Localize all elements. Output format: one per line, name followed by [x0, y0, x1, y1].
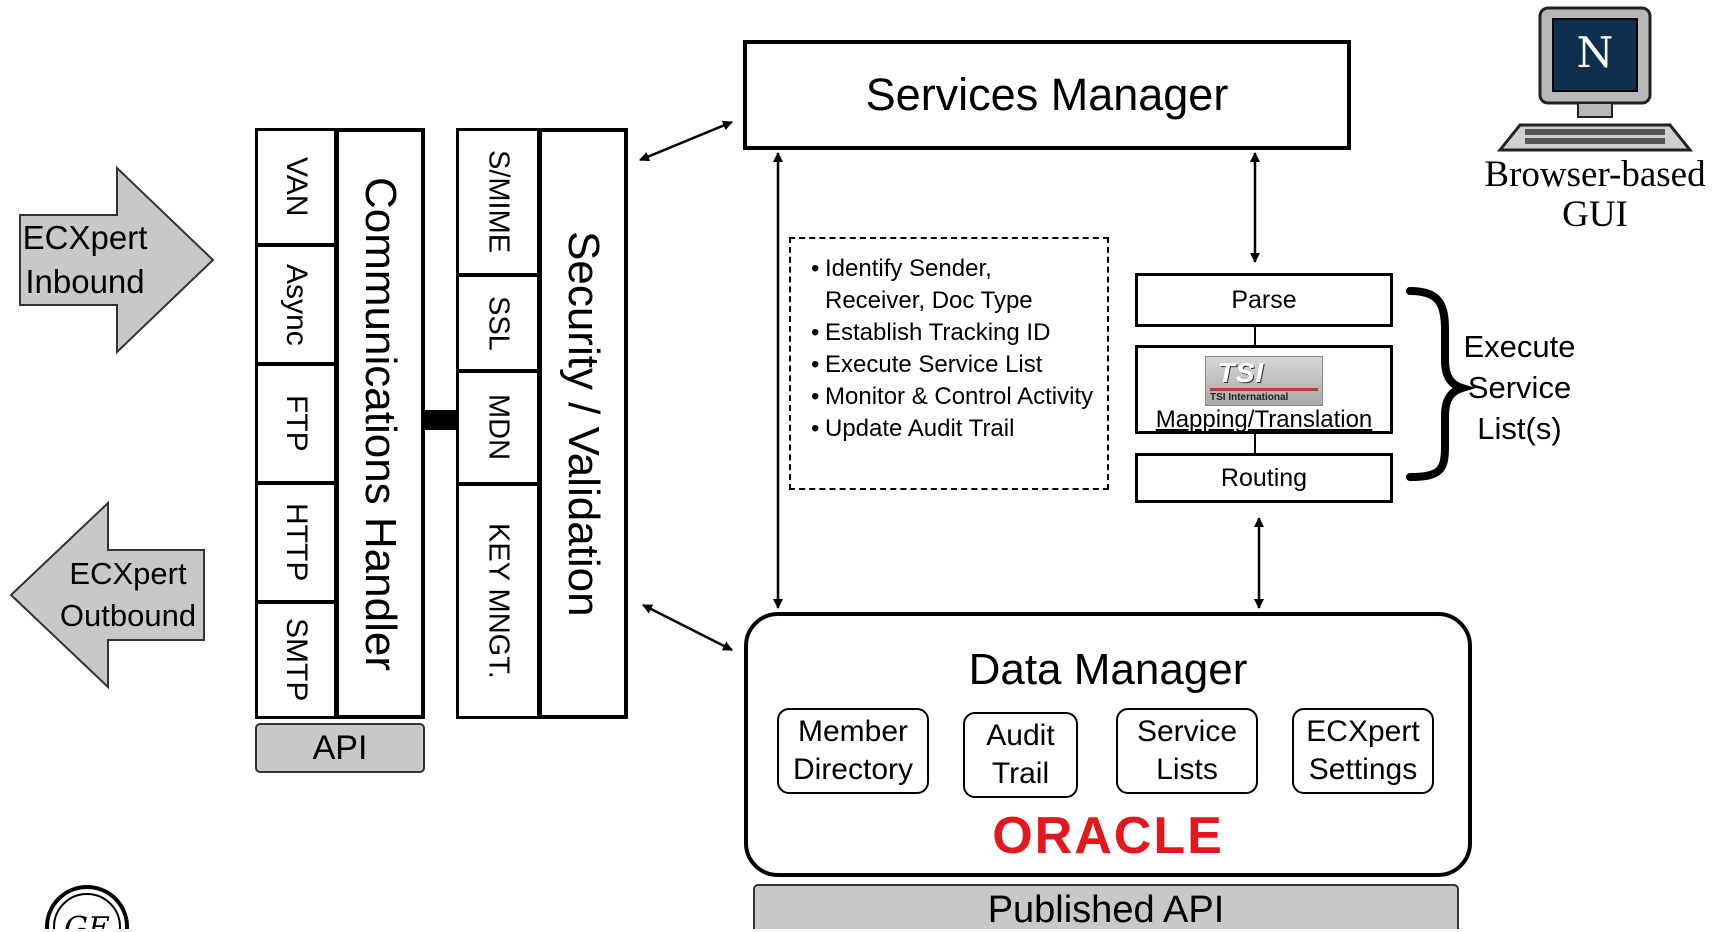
netscape-letter: N [1577, 28, 1614, 77]
bullet-item: Identify Sender, Receiver, Doc Type [811, 253, 1097, 317]
audit-trail-box: Audit Trail [963, 712, 1078, 798]
handler-security-connector [423, 410, 458, 430]
published-api-bar: Published API [753, 884, 1459, 931]
mapping-box: TSI TSI International Mapping/Translatio… [1135, 345, 1393, 434]
right-arrow-icon [19, 165, 215, 355]
protocol-async: Async [255, 244, 337, 365]
arrow-security-services [639, 120, 733, 162]
browser-gui-label: Browser-based GUI [1484, 154, 1706, 235]
protocol-van: VAN [255, 128, 337, 246]
member-directory-box: Member Directory [777, 708, 929, 794]
protocol-http: HTTP [255, 482, 337, 603]
inbound-arrow: ECXpert Inbound [15, 165, 215, 355]
ge-logo-icon: GE [45, 885, 129, 929]
oracle-logo: ORACLE [992, 807, 1224, 865]
tsi-logo-caption: TSI International [1210, 392, 1289, 403]
data-manager: Data Manager Member Directory Audit Trai… [744, 612, 1472, 877]
api-bar: API [255, 723, 425, 773]
execute-service-list-label: Execute Service List(s) [1463, 328, 1576, 446]
bullet-item: Update Audit Trail [811, 413, 1097, 445]
bullet-item: Execute Service List [811, 349, 1097, 381]
tsi-logo-letters: TSI [1217, 357, 1265, 388]
svg-text:GE: GE [64, 911, 110, 929]
security-smime: S/MIME [456, 128, 540, 276]
arrow-security-data [642, 603, 733, 652]
protocol-smtp: SMTP [255, 601, 337, 719]
communications-handler: Communications Handler [335, 128, 425, 719]
mapping-label: Mapping/Translation [1155, 406, 1373, 433]
ge-logo: GE GE [42, 882, 132, 929]
security-key-mngt: KEY MNGT. [456, 483, 540, 719]
security-validation: Security / Validation [538, 128, 628, 719]
tsi-logo: TSI TSI International [1205, 356, 1323, 406]
ecxpert-settings-box: ECXpert Settings [1292, 708, 1434, 794]
inbound-label: ECXpert Inbound [22, 219, 148, 300]
bullet-item: Establish Tracking ID [811, 317, 1097, 349]
outbound-label: ECXpert Outbound [59, 556, 197, 633]
parse-box: Parse [1135, 273, 1393, 327]
browser-gui: N Browser-based GUI [1460, 5, 1730, 240]
outbound-arrow: ECXpert Outbound [8, 500, 208, 690]
protocol-ftp: FTP [255, 363, 337, 484]
bullet-item: Monitor & Control Activity [811, 381, 1097, 413]
service-lists-box: Service Lists [1116, 708, 1258, 794]
computer-icon: N [1496, 6, 1694, 152]
left-arrow-icon [9, 500, 205, 690]
services-bullet-list: Identify Sender, Receiver, Doc Type Esta… [789, 237, 1109, 490]
data-manager-title: Data Manager [968, 645, 1248, 694]
security-mdn: MDN [456, 370, 540, 485]
tsi-logo-underline [1210, 388, 1318, 391]
routing-box: Routing [1135, 453, 1393, 503]
security-ssl: SSL [456, 274, 540, 372]
services-manager: Services Manager [743, 40, 1351, 150]
